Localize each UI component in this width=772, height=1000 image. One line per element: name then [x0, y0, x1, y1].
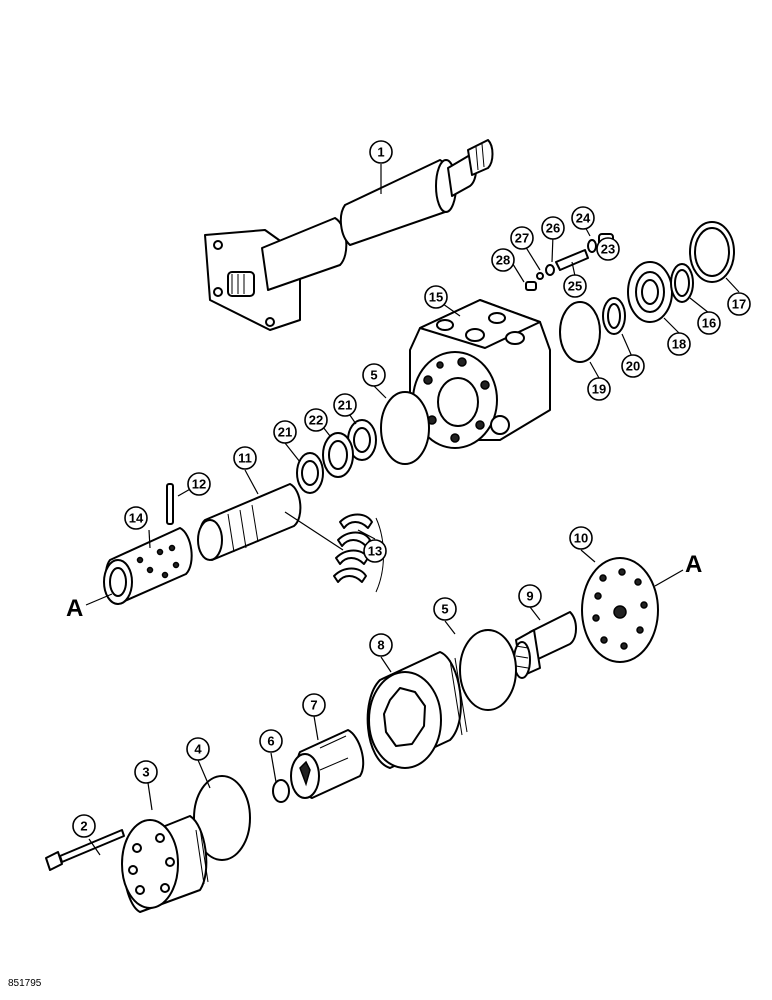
svg-text:7: 7 [310, 698, 317, 713]
part-17-ring [689, 221, 735, 283]
callout-3: 2 [72, 814, 96, 838]
part-26-oring [545, 264, 555, 276]
part-22-thrust-bearing [322, 432, 354, 478]
callout-5-lower: 4 [186, 737, 210, 761]
callout-20: 20 [621, 354, 645, 378]
part-21-race-right [347, 419, 377, 461]
part-8-gerotor-ring [366, 651, 468, 769]
part-16-seal [670, 263, 694, 303]
callout-11: 11 [233, 446, 257, 470]
connector-label-a-right: A [685, 551, 702, 578]
svg-text:23: 23 [601, 242, 615, 257]
svg-text:8: 8 [377, 638, 384, 653]
callout-19: 19 [587, 377, 611, 401]
part-5-oring-middle [459, 629, 517, 711]
svg-text:24: 24 [576, 211, 591, 226]
svg-text:21: 21 [338, 398, 352, 413]
svg-text:9: 9 [526, 589, 533, 604]
callout-4: 3 [134, 760, 158, 784]
svg-text:4: 4 [194, 742, 202, 757]
part-11-spool [197, 483, 302, 561]
svg-text:20: 20 [626, 359, 640, 374]
callout-16: 16 [697, 311, 721, 335]
callout-7: 7 [302, 693, 326, 717]
part-24-oring [587, 239, 597, 253]
callout-1: 1 [369, 140, 393, 164]
svg-text:28: 28 [496, 253, 510, 268]
svg-text:6: 6 [267, 734, 274, 749]
callout-21-right: 21 [333, 393, 357, 417]
callout-2: 12 [187, 472, 211, 496]
connector-label-a-left: A [66, 595, 83, 622]
callout-5-upper: 5 [362, 363, 386, 387]
svg-text:18: 18 [672, 337, 686, 352]
part-4-end-cap [121, 815, 209, 913]
svg-text:12: 12 [192, 477, 206, 492]
part-10-plate [581, 557, 659, 663]
callout-21-left: 21 [273, 420, 297, 444]
callout-10: 10 [569, 526, 593, 550]
svg-text:5: 5 [441, 602, 448, 617]
callout-24: 24 [571, 206, 595, 230]
svg-text:27: 27 [515, 231, 529, 246]
part-19-seal-ring [559, 301, 601, 363]
part-20-seal [602, 297, 626, 335]
part-21-race-left [296, 452, 324, 494]
callout-13: 13 [363, 539, 387, 563]
svg-text:21: 21 [278, 425, 292, 440]
figure-code: 851795 [8, 978, 42, 989]
callout-25: 25 [563, 274, 587, 298]
svg-text:17: 17 [732, 297, 746, 312]
callout-18: 18 [667, 332, 691, 356]
svg-text:13: 13 [368, 544, 382, 559]
part-1-steering-column [204, 139, 494, 331]
callout-15: 15 [424, 285, 448, 309]
svg-text:22: 22 [309, 413, 323, 428]
part-13-centering-springs [333, 513, 384, 593]
callout-8: 8 [369, 633, 393, 657]
part-27-ball [536, 272, 544, 280]
svg-text:14: 14 [129, 511, 144, 526]
svg-text:26: 26 [546, 221, 560, 236]
part-6-spacer [272, 779, 290, 803]
svg-text:5: 5 [370, 368, 377, 383]
callout-23: 23 [596, 237, 620, 261]
part-3-cap-screw [45, 829, 125, 871]
callout-5-middle: 5 [433, 597, 457, 621]
svg-text:15: 15 [429, 290, 443, 305]
part-7-rotor [290, 729, 365, 799]
part-25-check-plug [555, 249, 589, 271]
callout-14: 14 [124, 506, 148, 530]
part-15-valve-housing [409, 299, 551, 449]
svg-text:16: 16 [702, 316, 716, 331]
svg-text:2: 2 [80, 819, 87, 834]
part-9-drive-shaft [513, 611, 577, 679]
part-12-pin [166, 483, 174, 525]
callout-28: 28 [491, 248, 515, 272]
callout-17: 17 [727, 292, 751, 316]
part-14-sleeve [103, 527, 193, 605]
svg-text:10: 10 [574, 531, 588, 546]
callout-27: 27 [510, 226, 534, 250]
svg-text:3: 3 [142, 765, 149, 780]
svg-text:25: 25 [568, 279, 582, 294]
callout-22: 22 [304, 408, 328, 432]
callout-9: 9 [518, 584, 542, 608]
svg-text:11: 11 [238, 451, 252, 466]
callout-6: 6 [259, 729, 283, 753]
callout-26: 26 [541, 216, 565, 240]
part-28-fitting [525, 281, 537, 291]
svg-text:19: 19 [592, 382, 606, 397]
svg-text:1: 1 [377, 145, 384, 160]
part-5-oring-upper [380, 391, 430, 465]
part-18-dust-seal [627, 261, 673, 323]
